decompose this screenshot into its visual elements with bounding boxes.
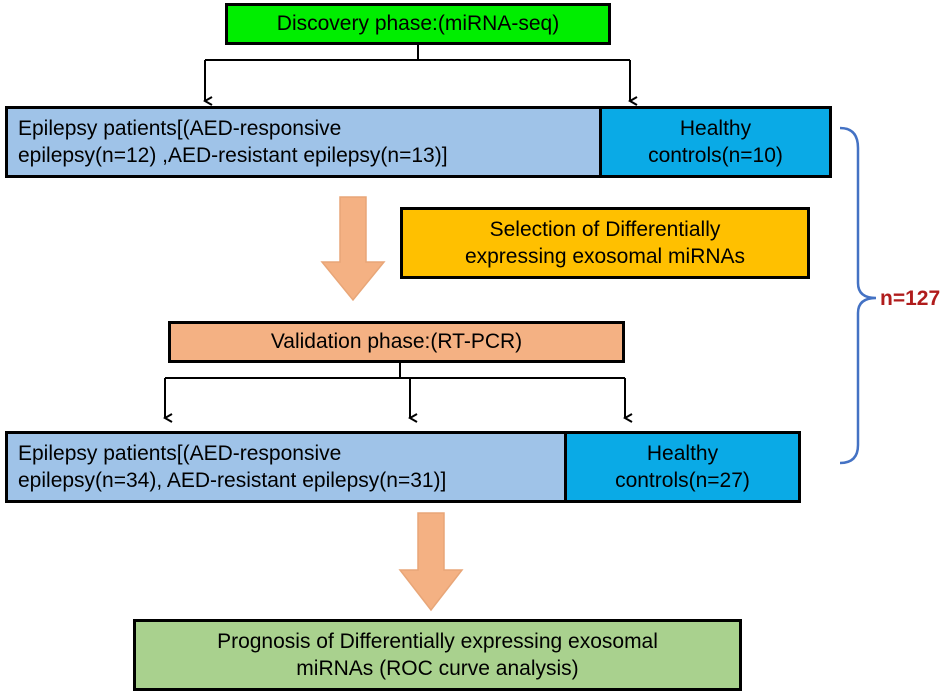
discovery-phase-label: Discovery phase:(miRNA-seq) xyxy=(276,12,560,36)
total-bracket xyxy=(839,126,877,465)
validation-phase-label: Validation phase:(RT-PCR) xyxy=(270,330,523,354)
discovery-patients-label: Epilepsy patients[(AED-responsive epilep… xyxy=(18,116,448,167)
selection-box: Selection of Differentially expressing e… xyxy=(400,207,810,279)
prognosis-label: Prognosis of Differentially expressing e… xyxy=(217,629,658,680)
total-count-label: n=127 xyxy=(880,287,941,310)
prognosis-box: Prognosis of Differentially expressing e… xyxy=(133,619,742,691)
big-down-arrow-2 xyxy=(398,512,464,612)
validation-controls-label: Healthy controls(n=27) xyxy=(615,441,750,492)
validation-controls-box: Healthy controls(n=27) xyxy=(564,431,801,503)
validation-patients-box: Epilepsy patients[(AED-responsive epilep… xyxy=(5,431,567,503)
discovery-controls-label: Healthy controls(n=10) xyxy=(648,116,783,167)
discovery-patients-box: Epilepsy patients[(AED-responsive epilep… xyxy=(5,106,602,178)
validation-phase-box: Validation phase:(RT-PCR) xyxy=(168,321,625,363)
discovery-phase-box: Discovery phase:(miRNA-seq) xyxy=(225,3,611,45)
discovery-split-connector xyxy=(205,45,630,101)
discovery-controls-box: Healthy controls(n=10) xyxy=(599,106,832,178)
validation-patients-label: Epilepsy patients[(AED-responsive epilep… xyxy=(18,441,447,492)
selection-label: Selection of Differentially expressing e… xyxy=(464,217,746,268)
big-down-arrow-1 xyxy=(320,196,386,302)
validation-split-connector xyxy=(165,363,625,418)
